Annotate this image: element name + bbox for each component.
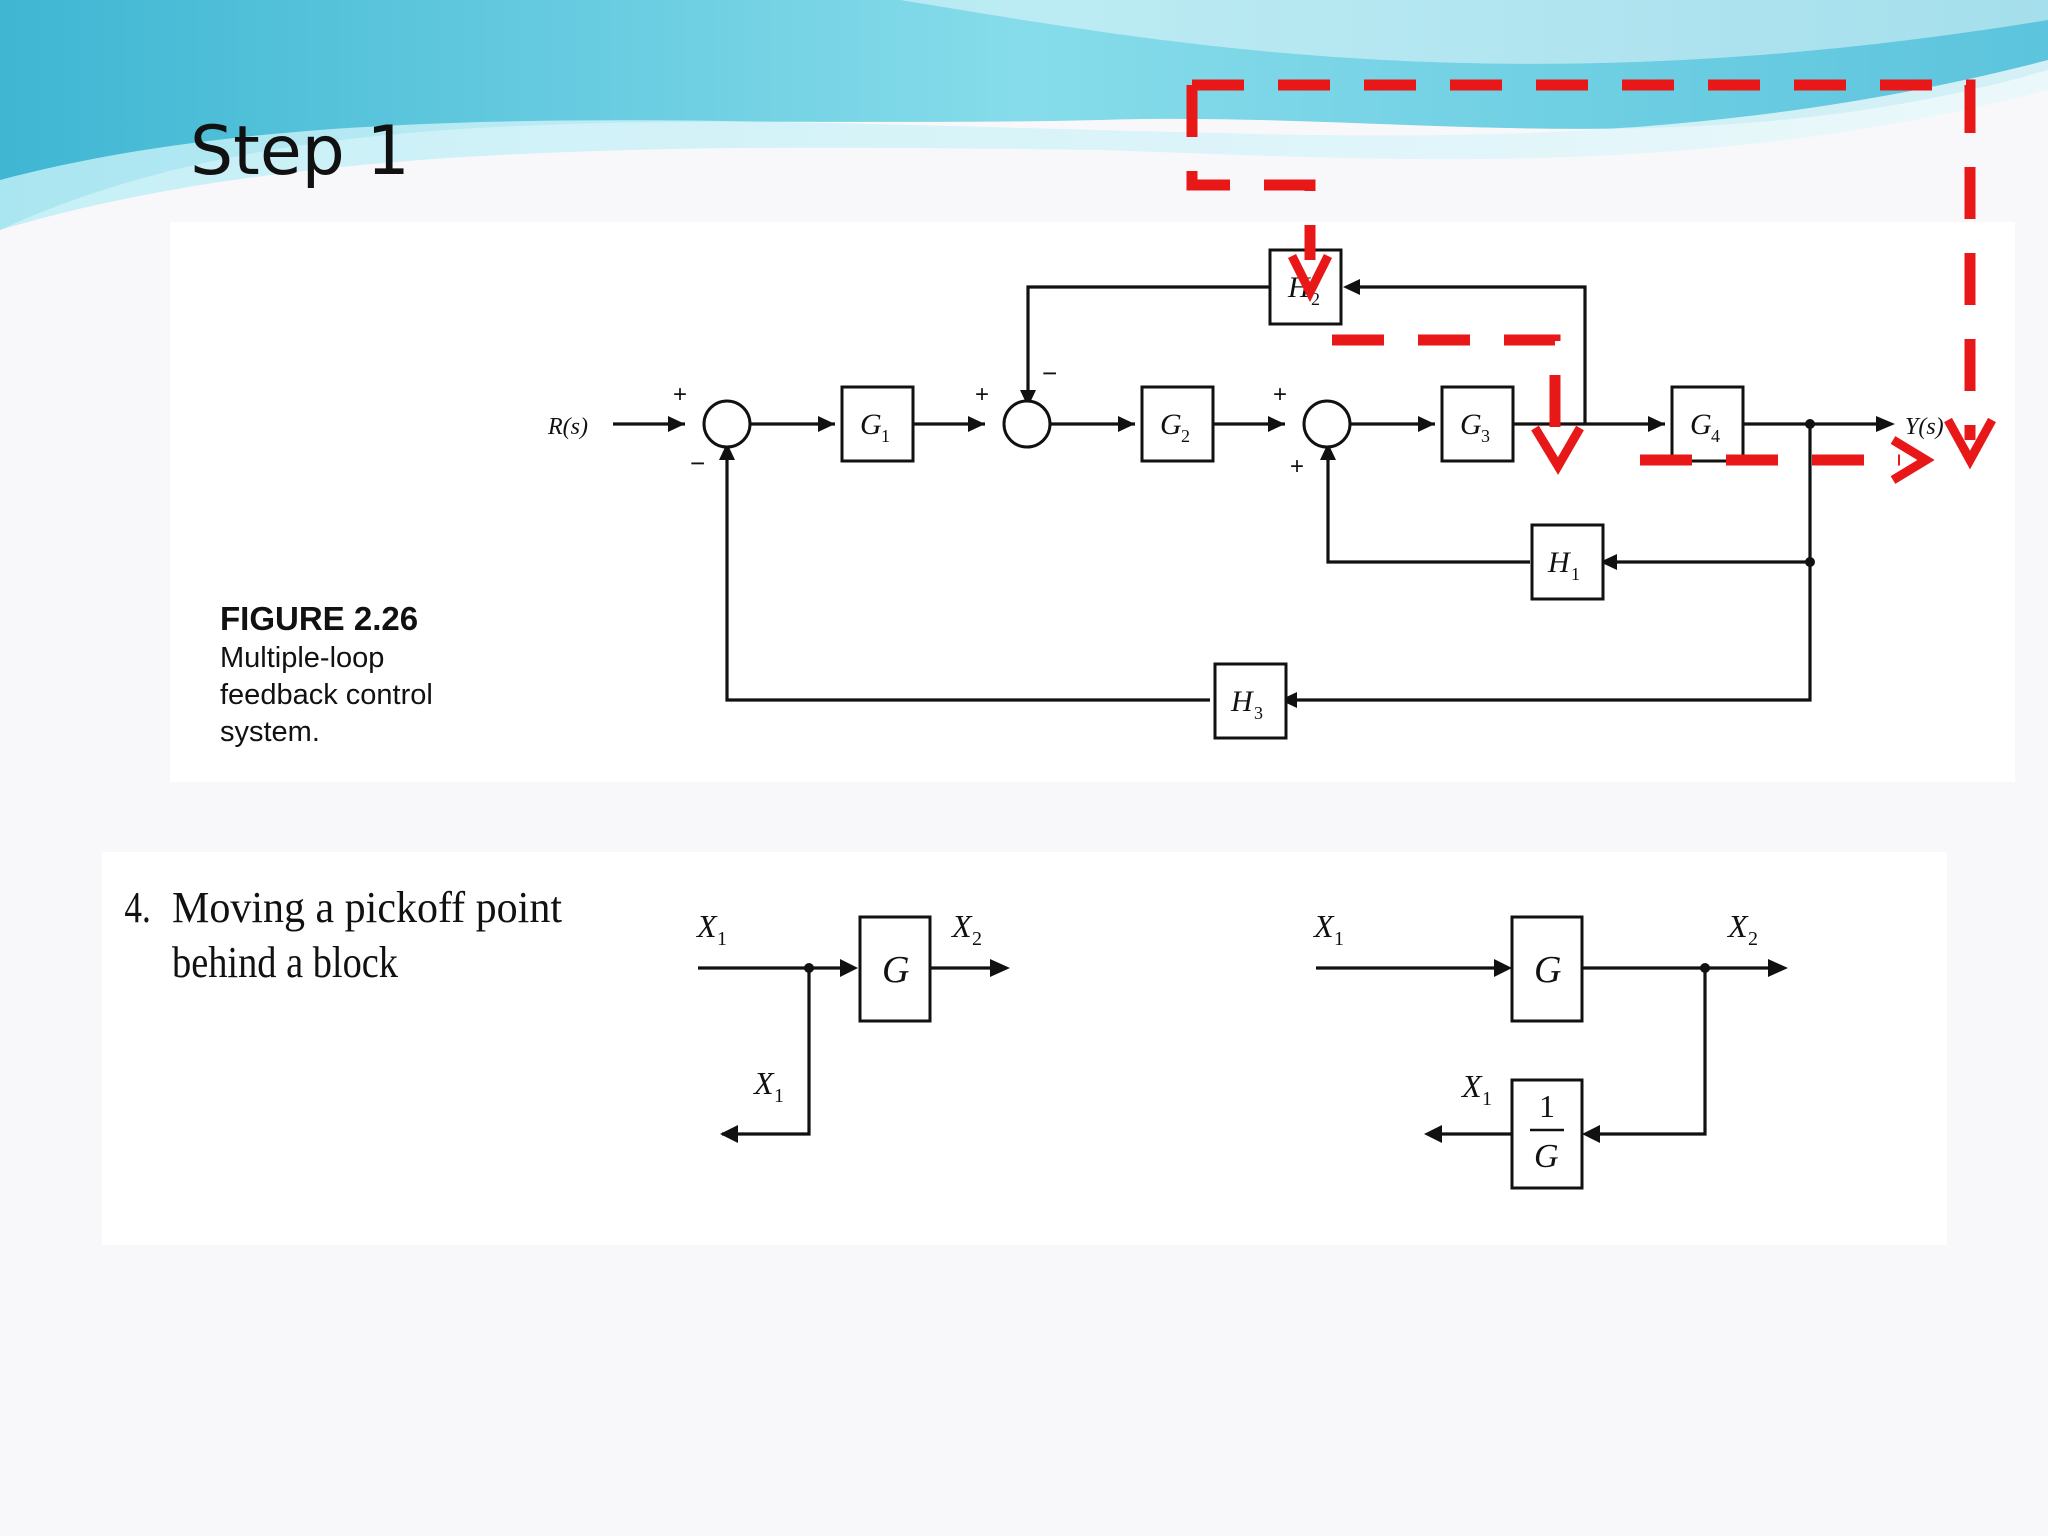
arrowhead-g1 <box>818 416 835 432</box>
block-h2: H 2 <box>1268 248 1343 326</box>
left-pickoff-line <box>722 968 811 1136</box>
sum3-plus-sign-top: + <box>1273 381 1287 408</box>
block-g3-sub: 3 <box>1481 426 1490 446</box>
sum2-plus-sign: + <box>975 381 989 408</box>
pickoff-dot-h1 <box>1805 557 1815 567</box>
arrowhead-g4 <box>1648 416 1665 432</box>
figure-caption-title: FIGURE 2.26 <box>220 600 418 637</box>
input-label: R(s) <box>547 414 588 440</box>
inverse-block-numerator: 1 <box>1539 1088 1555 1124</box>
left-x2-sub: 2 <box>972 928 982 950</box>
h3-feedback-out-line <box>725 452 1210 702</box>
rule-title-line-1: Moving a pickoff point <box>172 883 562 932</box>
left-arrowhead-x1-out <box>720 1125 738 1143</box>
block-g4: G 4 <box>1670 385 1745 463</box>
summing-junction-2 <box>1002 399 1052 449</box>
arrowhead-h2 <box>1343 279 1360 295</box>
block-h3: H 3 <box>1213 662 1288 740</box>
arrowhead-sum1-bottom <box>719 443 735 460</box>
left-x1-in-label: X <box>695 908 718 944</box>
block-g1-label: G <box>860 408 882 441</box>
arrowhead-h1 <box>1600 554 1617 570</box>
left-x2-label: X <box>950 908 973 944</box>
arrowhead-sum2 <box>968 416 985 432</box>
block-g4-label: G <box>1690 408 1712 441</box>
slide-title: Step 1 <box>190 112 410 191</box>
right-x2-label: X <box>1726 908 1749 944</box>
sum3-plus-sign-bottom: + <box>1290 453 1304 480</box>
arrowhead-sum3-bottom <box>1320 443 1336 460</box>
rule-title-line-2: behind a block <box>172 938 398 987</box>
left-arrowhead-x2 <box>990 959 1010 977</box>
header-wave-banner <box>0 0 2048 230</box>
block-g2-label: G <box>1160 408 1182 441</box>
right-block-g-label: G <box>1534 949 1561 991</box>
block-h2-sub: 2 <box>1311 289 1320 309</box>
figure-caption-line-2: feedback control <box>220 679 433 711</box>
arrowhead-sum3 <box>1268 416 1285 432</box>
right-x2-sub: 2 <box>1748 928 1758 950</box>
inverse-block-denominator: G <box>1534 1138 1559 1175</box>
left-x1-out-label: X <box>752 1065 775 1101</box>
right-arrowhead-x2 <box>1768 959 1788 977</box>
block-g2-sub: 2 <box>1181 426 1190 446</box>
arrowhead-sum1 <box>668 416 685 432</box>
block-h3-sub: 3 <box>1254 703 1263 723</box>
summing-junction-3 <box>1302 399 1352 449</box>
figure-caption-line-1: Multiple-loop <box>220 642 384 674</box>
arrowhead-sum2-top <box>1020 390 1036 407</box>
left-x1-out-sub: 1 <box>774 1085 784 1107</box>
right-arrowhead-g <box>1494 959 1512 977</box>
output-label: Y(s) <box>1905 414 1944 440</box>
block-h1-label: H <box>1547 546 1572 579</box>
figure-panel: FIGURE 2.26 Multiple-loop feedback contr… <box>170 222 2015 782</box>
right-x1-in-sub: 1 <box>1334 928 1344 950</box>
block-h1: H 1 <box>1530 523 1605 601</box>
right-arrowhead-inverse <box>1582 1125 1600 1143</box>
block-h1-sub: 1 <box>1571 564 1580 584</box>
pickoff-rule-diagram: 4. Moving a pickoff point behind a block… <box>124 882 1788 1190</box>
summing-junction-1 <box>702 399 752 449</box>
left-arrowhead-g <box>840 959 858 977</box>
h1-feedback-out-line <box>1326 452 1530 564</box>
arrowhead-g2 <box>1118 416 1135 432</box>
right-block-g <box>1510 915 1584 1023</box>
figure-caption-line-3: system. <box>220 716 320 748</box>
arrowhead-output <box>1876 416 1895 432</box>
block-h3-label: H <box>1230 685 1255 718</box>
pickoff-dot-output <box>1805 419 1815 429</box>
block-g2: G 2 <box>1140 385 1215 463</box>
right-pickoff-line <box>1598 968 1707 1136</box>
sum2-minus-sign: − <box>1042 358 1057 388</box>
h3-feedback-in-line <box>1290 562 1812 702</box>
block-h2-label: H <box>1287 271 1312 304</box>
h2-feedback-out-line <box>1026 285 1270 397</box>
block-g1: G 1 <box>840 385 915 463</box>
pickoff-rule-panel: 4. Moving a pickoff point behind a block… <box>102 852 1947 1245</box>
arrowhead-g3 <box>1418 416 1435 432</box>
left-block-g-label: G <box>882 949 909 991</box>
sum1-plus-sign: + <box>673 381 687 408</box>
arrowhead-h3 <box>1280 692 1297 708</box>
right-arrowhead-x1-out <box>1424 1125 1442 1143</box>
block-g1-sub: 1 <box>881 426 890 446</box>
left-x1-in-sub: 1 <box>717 928 727 950</box>
block-g4-sub: 4 <box>1711 426 1720 446</box>
block-diagram: FIGURE 2.26 Multiple-loop feedback contr… <box>220 248 1944 748</box>
right-x1-out-sub: 1 <box>1482 1088 1492 1110</box>
right-x1-out-label: X <box>1460 1068 1483 1104</box>
right-x1-in-label: X <box>1312 908 1335 944</box>
block-g3-label: G <box>1460 408 1482 441</box>
sum1-minus-sign: − <box>690 448 705 478</box>
rule-number: 4. <box>124 882 150 932</box>
block-g3: G 3 <box>1440 385 1515 463</box>
